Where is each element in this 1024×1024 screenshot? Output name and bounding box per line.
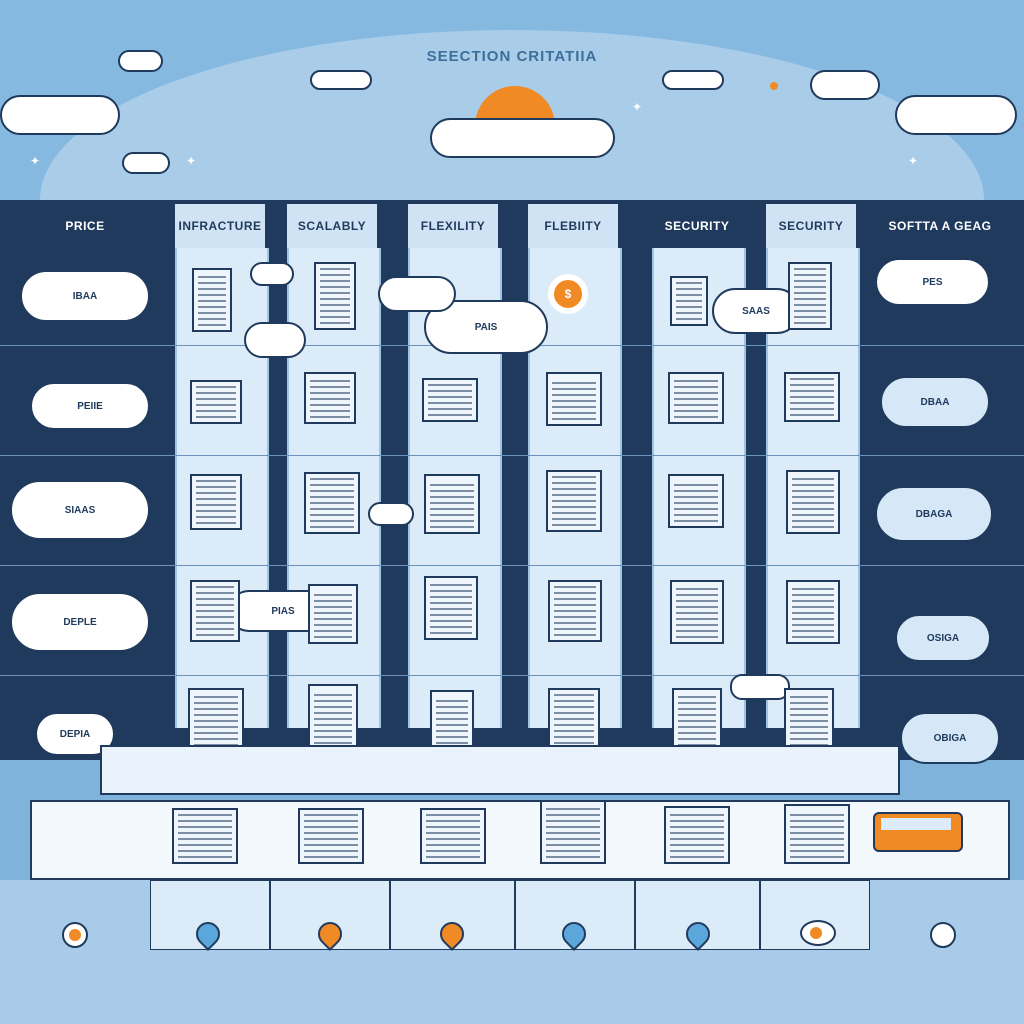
cloud-title: DEPIA <box>59 728 91 740</box>
label-tag <box>310 70 372 90</box>
server-icon <box>668 372 724 424</box>
cloud-title: SIAAS <box>64 504 96 516</box>
cloud-right-3: DBAGA <box>875 486 993 542</box>
cloud-left-3: SIAAS <box>10 480 150 540</box>
cloud-left-1: IBAA <box>20 270 150 322</box>
small-cloud <box>244 322 306 358</box>
bus-icon <box>873 812 963 852</box>
cloud-title: OSIGA <box>926 632 960 644</box>
server-icon <box>546 372 602 426</box>
server-icon <box>548 580 602 642</box>
column-header-flexibility-2: FLEBIITY <box>528 204 618 248</box>
sparkle-icon: ✦ <box>30 154 41 168</box>
row-divider <box>0 565 1024 566</box>
cloud-title: PIAS <box>271 605 295 617</box>
server-icon <box>424 474 480 534</box>
sun-label: $ <box>564 287 572 301</box>
column-header-price: PRICE <box>30 204 140 248</box>
pin-icon <box>770 82 778 90</box>
server-icon <box>190 580 240 642</box>
end-node-icon <box>930 922 956 948</box>
server-icon <box>190 474 242 530</box>
server-icon <box>422 378 478 422</box>
data-center-icon <box>784 804 850 864</box>
price-sun-icon: $ <box>548 274 588 314</box>
server-icon <box>670 580 724 644</box>
server-icon <box>188 688 244 752</box>
server-icon <box>672 688 722 752</box>
top-left-cloud <box>0 95 120 135</box>
column-header-software: SOFTTA A GEAG <box>870 204 1010 248</box>
cloud-left-4: DEPLE <box>10 592 150 652</box>
data-center-icon <box>420 808 486 864</box>
cloud-title: PAIS <box>474 321 498 333</box>
platform-upper <box>100 745 900 795</box>
small-cloud <box>368 502 414 526</box>
column-header-flexibility: FLEXILITY <box>408 204 498 248</box>
column-header-security: SECURITY <box>652 204 742 248</box>
server-icon <box>424 576 478 640</box>
server-icon <box>788 262 832 330</box>
server-icon <box>548 688 600 750</box>
cloud-title: DBAA <box>920 396 950 408</box>
data-center-icon <box>540 800 606 864</box>
data-center-icon <box>298 808 364 864</box>
column-header-infrastructure: INFRACTURE <box>175 204 265 248</box>
node-dot <box>937 929 949 941</box>
cloud-title: PES <box>922 276 943 288</box>
diagram-title: SEECTION CRITATIIA <box>426 48 598 65</box>
small-cloud <box>730 674 790 700</box>
column-header-security-2: SECURITY <box>766 204 856 248</box>
server-icon <box>784 688 834 752</box>
cloud-right-2: DBAA <box>880 376 990 428</box>
server-icon <box>314 262 356 330</box>
server-icon <box>308 684 358 750</box>
cloud-right-1: PES <box>875 258 990 306</box>
server-icon <box>786 580 840 644</box>
cloud-title: DBAGA <box>915 508 953 520</box>
data-center-icon <box>172 808 238 864</box>
server-icon <box>430 690 474 750</box>
data-center-icon <box>664 806 730 864</box>
small-cloud <box>378 276 456 312</box>
node-dot <box>810 927 822 939</box>
row-divider <box>0 675 1024 676</box>
server-icon <box>784 372 840 422</box>
server-icon <box>546 470 602 532</box>
server-icon <box>668 474 724 528</box>
cloud-title: SAAS <box>742 305 770 317</box>
cloud-right-4: OSIGA <box>895 614 991 662</box>
server-icon <box>786 470 840 534</box>
start-node-icon <box>62 922 88 948</box>
cloud-title: PEIIE <box>77 400 103 412</box>
server-icon <box>190 380 242 424</box>
cloud-title: DEPLE <box>63 616 97 628</box>
server-icon <box>304 472 360 534</box>
label-tag <box>662 70 724 90</box>
server-icon <box>670 276 708 326</box>
row-divider <box>0 455 1024 456</box>
small-cloud <box>122 152 170 174</box>
small-cloud <box>250 262 294 286</box>
sparkle-icon: ✦ <box>186 154 197 168</box>
cloud-title: OBIGA <box>933 732 967 744</box>
cloud-left-2: PEIIE <box>30 382 150 430</box>
sparkle-icon: ✦ <box>632 100 643 114</box>
criteria-band <box>0 200 1024 760</box>
cloud-right-5: OBIGA <box>900 712 1000 764</box>
small-cloud <box>118 50 163 72</box>
top-cloud <box>430 118 615 158</box>
coin-stack-icon <box>800 920 836 946</box>
server-icon <box>304 372 356 424</box>
column-header-scalability: SCALABLY <box>287 204 377 248</box>
cloud-floating-3: SAAS <box>712 288 800 334</box>
cloud-title: IBAA <box>72 290 98 302</box>
sparkle-icon: ✦ <box>908 154 919 168</box>
server-icon <box>192 268 232 332</box>
server-icon <box>308 584 358 644</box>
top-right-cloud <box>895 95 1017 135</box>
node-dot <box>69 929 81 941</box>
small-cloud <box>810 70 880 100</box>
